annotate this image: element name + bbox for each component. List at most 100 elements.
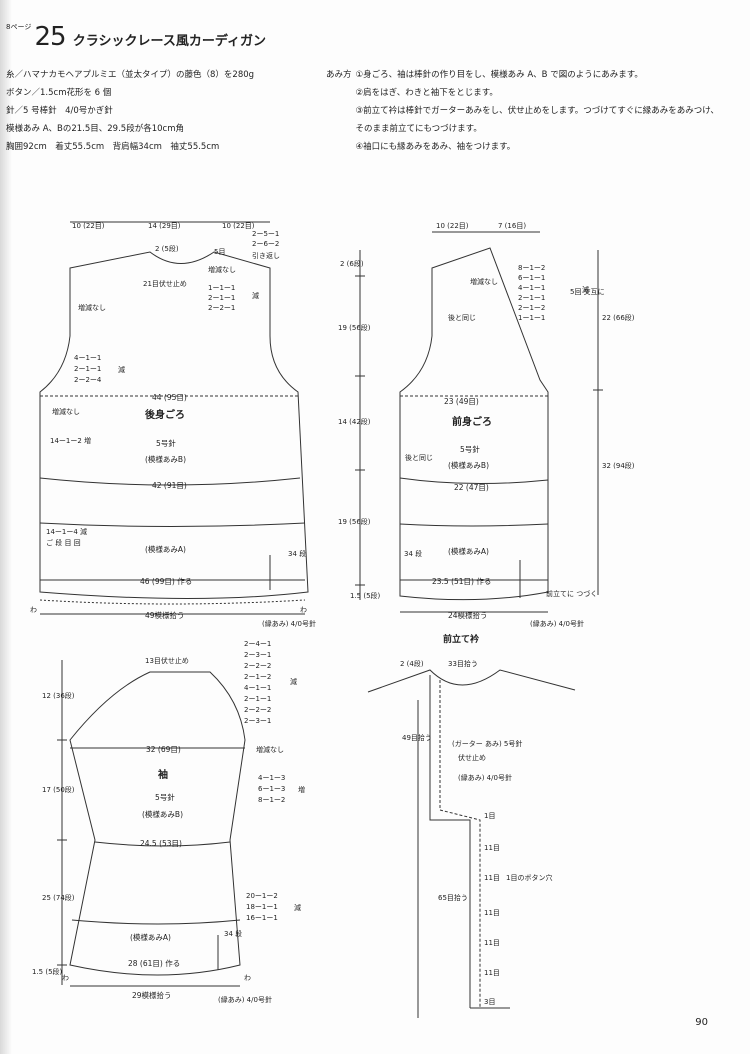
binding-shadow: [0, 0, 12, 1054]
sleeve-top-bind: 13目伏せ止め: [145, 656, 189, 665]
sleeve-cap-2: 2ー3ー1: [244, 651, 271, 659]
materials-block: 糸／ハマナカモヘアプルミエ（並太タイプ）の藤色（8）を280g ボタン／1.5c…: [6, 66, 326, 156]
sleeve-width: 32 (69目): [146, 745, 181, 754]
sleeve-wa-right: わ: [244, 974, 251, 982]
back-pattern-a: (模様あみA): [145, 544, 186, 554]
dim-5: 1.5 (5段): [350, 591, 381, 600]
back-chest: 44 (95目): [152, 393, 187, 402]
front-body-outline: [399, 247, 549, 601]
sleeve-inc-3: 8ー1ー2: [258, 796, 285, 804]
sleeve-cast-on: 28 (61目) 作る: [128, 958, 180, 968]
back-neck-dec-1: 2ー5ー1: [252, 230, 279, 238]
method-step-4: ④袖口にも縁あみをあみ、袖をつけます。: [355, 142, 516, 152]
back-neck-dec-2: 2ー6ー2: [252, 240, 279, 248]
front-rib-line: [399, 523, 549, 527]
back-title: 後身ごろ: [145, 408, 185, 421]
method-block: あみ方 ①身ごろ、袖は棒針の作り目をし、模様あみ A、B で図のようにあみます。…: [326, 66, 722, 156]
sleeve-inc-1: 4ー1ー3: [258, 774, 285, 782]
front-no-change: 増減なし: [470, 277, 498, 286]
dim-2: 19 (56段): [338, 323, 371, 332]
back-waist-line: [39, 477, 301, 486]
back-body-outline: [39, 251, 309, 599]
front-neck-note: 5回 交互に: [570, 287, 605, 296]
sleeve-dec-2: 18ー1ー1: [246, 903, 278, 911]
back-wa-left: わ: [30, 606, 37, 614]
sleeve-cap-dec: 減: [290, 677, 297, 686]
back-inc: 14ー1ー2 増: [50, 436, 91, 445]
back-shoulder-3: 2ー2ー1: [208, 304, 235, 312]
sleeve-dec-1: 20ー1ー2: [246, 892, 278, 900]
band-three: 3目: [484, 998, 495, 1006]
band-left-pick: 49目拾う: [402, 733, 432, 742]
band-rows: 2 (4段): [400, 659, 424, 668]
back-edge-line: [39, 599, 306, 605]
band-collar: 33目拾う: [448, 659, 478, 668]
sleeve-h1: 12 (36段): [42, 691, 75, 700]
front-same-back: 後と同じ: [448, 313, 476, 322]
front-continue: 前立てに つづく: [546, 589, 597, 598]
band-front-pick: 65目拾う: [438, 893, 468, 902]
method-label: あみ方: [326, 70, 352, 80]
back-shoulder-1: 1ー1ー1: [208, 284, 235, 292]
front-w2: 7 (16目): [498, 222, 526, 230]
sleeve-needle: 5号針: [155, 792, 175, 802]
pattern-header: 8ページ 25 クラシックレース風カーディガン: [6, 22, 266, 52]
band-garter: (ガーター あみ) 5号針: [452, 739, 522, 748]
sleeve-edge-note: (縁あみ) 4/0号針: [218, 995, 272, 1004]
front-rows34: 34 段: [404, 549, 422, 558]
front-same-back2: 後と同じ: [405, 453, 433, 462]
sleeve-dec-3: 16ー1ー1: [246, 914, 278, 922]
sleeve-wa-left: わ: [62, 974, 69, 982]
band-eleven-2: 11目: [484, 874, 500, 882]
front-waist-line: [399, 477, 549, 485]
front-pickup: 24模様拾う: [448, 610, 488, 620]
dim-1: 2 (6段): [340, 259, 364, 268]
front-neck-5: 2ー1ー2: [518, 304, 545, 312]
band-title: 前立て衿: [443, 633, 479, 645]
material-yarn: 糸／ハマナカモヘアプルミエ（並太タイプ）の藤色（8）を280g: [6, 70, 255, 80]
back-hip-dec: 14ー1ー4 減: [46, 527, 87, 536]
front-neck-dec: 減: [582, 285, 589, 294]
back-pickup: 49模様拾う: [145, 610, 185, 620]
sleeve-mid-line: [94, 841, 231, 847]
front-neck-1: 8ー1ー2: [518, 264, 545, 272]
material-needles: 針／5 号棒針 4/0号かぎ針: [6, 106, 113, 116]
back-arm-2: 2ー1ー1: [74, 365, 101, 373]
material-size: 胸囲92cm 着丈55.5cm 背肩幅34cm 袖丈55.5cm: [6, 142, 220, 152]
back-cast-on: 46 (99目) 作る: [140, 576, 192, 586]
back-no-change: 増減なし: [78, 303, 106, 312]
sleeve-pattern-b: (模様あみB): [142, 809, 183, 819]
sleeve-h3: 25 (74段): [42, 893, 75, 902]
back-neck-dec-3: 引き返し: [252, 251, 280, 260]
back-hip-dec2: ご 段 目 回: [46, 538, 81, 547]
sleeve-inc-2: 6ー1ー3: [258, 785, 285, 793]
page-ref: 8ページ: [6, 23, 32, 31]
front-pattern-b: (模様あみB): [448, 460, 489, 470]
back-w2: 14 (29目): [148, 222, 181, 230]
front-pattern-a: (模様あみA): [448, 546, 489, 556]
sleeve-inc: 増: [298, 785, 305, 794]
front-height-2: 32 (94段): [602, 461, 635, 470]
front-w1: 10 (22目): [436, 222, 469, 230]
sleeve-h4: 1.5 (5段): [32, 967, 63, 976]
sleeve-cap-3: 2ー2ー2: [244, 662, 271, 670]
sleeve-cap-7: 2ー2ー2: [244, 706, 271, 714]
band-edge: (縁あみ) 4/0号針: [458, 773, 512, 782]
sleeve-dec: 減: [294, 903, 301, 912]
sleeve-pickup: 29模様拾う: [132, 990, 172, 1000]
sleeve-no-change: 増減なし: [256, 745, 284, 754]
pattern-number: 25: [34, 22, 67, 52]
band-bind: 伏せ止め: [458, 753, 486, 762]
back-rows34: 34 段: [288, 549, 306, 558]
dim-3: 14 (42段): [338, 417, 371, 426]
sleeve-mid: 24.5 (53目): [140, 839, 182, 848]
sleeve-h2: 17 (50段): [42, 785, 75, 794]
material-gauge: 模様あみ A、Bの21.5目、29.5段が各10cm角: [6, 124, 184, 134]
front-height-1: 22 (66段): [602, 313, 635, 322]
back-arm-1: 4ー1ー1: [74, 354, 101, 362]
back-shoulder-dec: 減: [252, 291, 259, 300]
material-buttons: ボタン／1.5cm花形を 6 個: [6, 88, 112, 98]
front-neck-6: 1ー1ー1: [518, 314, 545, 322]
back-rib-line: [39, 522, 306, 527]
back-edge-note: (縁あみ) 4/0号針: [262, 619, 316, 628]
